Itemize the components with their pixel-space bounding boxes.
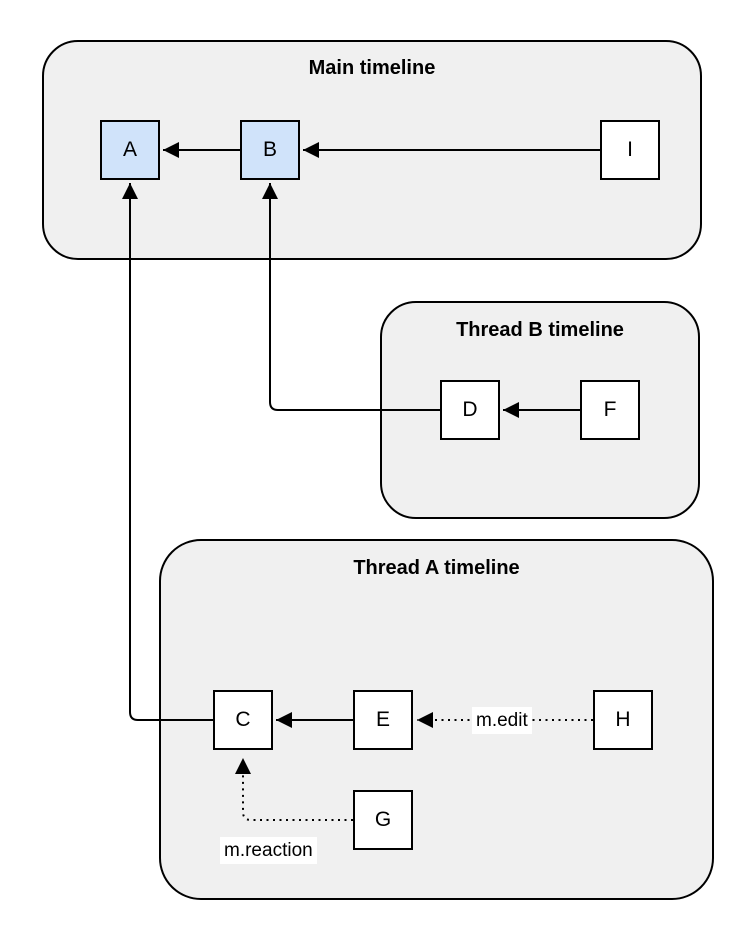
event-node-h-label: H	[615, 708, 631, 731]
event-node-b-label: B	[262, 138, 277, 161]
event-node-a: A	[100, 120, 160, 180]
event-node-e-label: E	[375, 708, 390, 731]
event-node-h: H	[593, 690, 653, 750]
event-node-i-label: I	[627, 138, 633, 161]
event-node-d-label: D	[462, 398, 478, 421]
event-node-g: G	[353, 790, 413, 850]
event-node-g-label: G	[374, 808, 392, 831]
event-node-f-label: F	[603, 398, 617, 421]
event-node-f: F	[580, 380, 640, 440]
event-node-i: I	[600, 120, 660, 180]
event-node-e: E	[353, 690, 413, 750]
edge-label-m-edit: m.edit	[472, 707, 532, 734]
edge-label-m-reaction: m.reaction	[220, 837, 317, 864]
event-node-c: C	[213, 690, 273, 750]
event-node-a-label: A	[122, 138, 137, 161]
event-node-d: D	[440, 380, 500, 440]
container-title-thread-b: Thread B timeline	[456, 319, 624, 341]
event-node-c-label: C	[235, 708, 251, 731]
container-title-main: Main timeline	[308, 57, 436, 79]
container-title-thread-a: Thread A timeline	[353, 557, 520, 579]
event-node-b: B	[240, 120, 300, 180]
container-thread-b-timeline: Thread B timeline	[380, 301, 700, 519]
